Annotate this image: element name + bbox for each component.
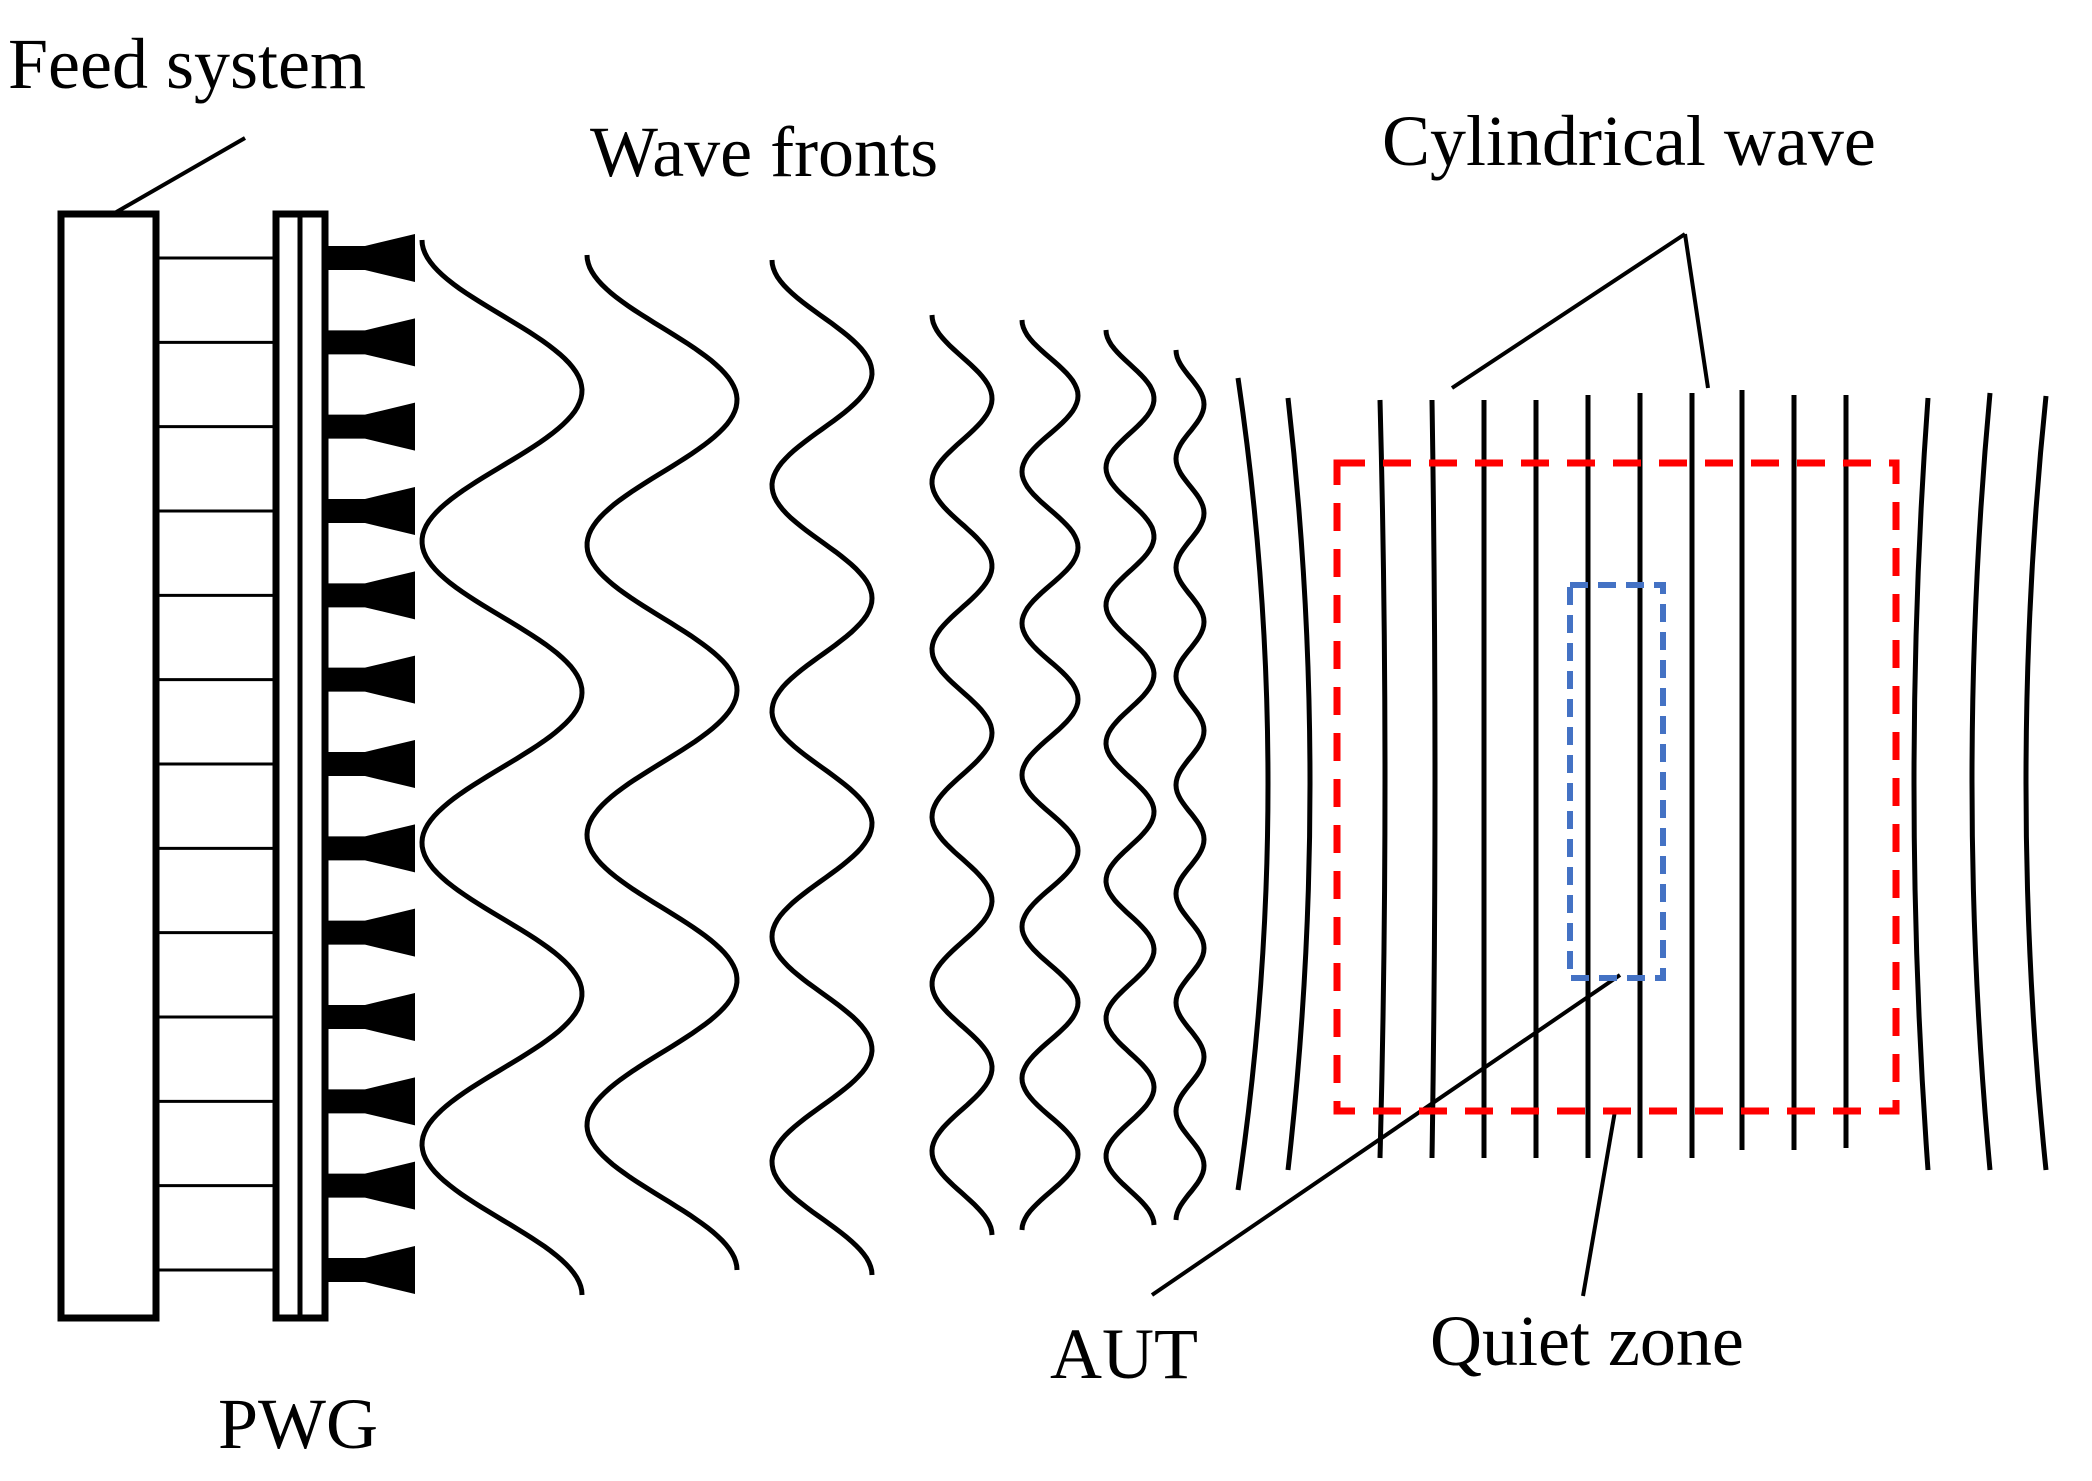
- horn-antenna: [328, 234, 415, 282]
- cylindrical-wave-line: [1285, 397, 1313, 1171]
- horn-antenna: [328, 824, 415, 873]
- horn-antenna: [328, 740, 415, 788]
- cylindrical-wave-line: [1377, 399, 1388, 1159]
- quiet-zone-leader: [1581, 1110, 1617, 1297]
- cylindrical-wave-line: [1969, 392, 1993, 1171]
- wave-front: [929, 314, 995, 1236]
- horn-antenna: [328, 908, 415, 957]
- feed-system-block: [57, 210, 160, 1322]
- cylindrical-wave-line: [2023, 395, 2049, 1171]
- wave-front: [1173, 349, 1207, 1221]
- horn-antenna: [328, 993, 415, 1041]
- quiet-zone-label: Quiet zone: [1430, 1301, 1744, 1381]
- cylindrical-wave-line: [1235, 377, 1271, 1191]
- horn-antenna: [328, 1077, 415, 1126]
- horn-antenna: [328, 1161, 415, 1210]
- cylindrical-wave-label: Cylindrical wave: [1382, 101, 1876, 181]
- wave-fronts: [419, 239, 1207, 1296]
- aut-label: AUT: [1050, 1314, 1198, 1394]
- cylindrical-wave-leader-right: [1683, 233, 1710, 389]
- horn-antenna: [328, 571, 415, 620]
- cylindrical-wave-leader-left: [1450, 232, 1687, 390]
- feed-lines: [156, 256, 276, 1272]
- aut-box: [1333, 459, 1900, 1115]
- horn-array: [328, 234, 415, 1294]
- horn-antenna: [328, 1246, 415, 1294]
- cylindrical-wave-lines: [1235, 377, 2049, 1191]
- horn-antenna: [328, 402, 415, 451]
- wave-front: [419, 239, 585, 1296]
- feed-system-leader: [112, 136, 246, 216]
- horn-antenna: [328, 487, 415, 535]
- horn-antenna: [328, 318, 415, 367]
- horn-antenna: [328, 655, 415, 704]
- wave-front: [769, 259, 875, 1276]
- quiet-zone-box: [1567, 582, 1666, 981]
- cylindrical-wave-line: [1429, 399, 1438, 1159]
- feed-system-label: Feed system: [8, 24, 366, 104]
- cylindrical-wave-line: [1911, 397, 1931, 1171]
- wave-front: [1103, 329, 1157, 1226]
- wave-front: [1019, 319, 1081, 1231]
- pwg-label: PWG: [218, 1384, 378, 1464]
- aut-leader: [1150, 973, 1622, 1297]
- wave-fronts-label: Wave fronts: [590, 112, 938, 192]
- wave-front: [584, 254, 740, 1271]
